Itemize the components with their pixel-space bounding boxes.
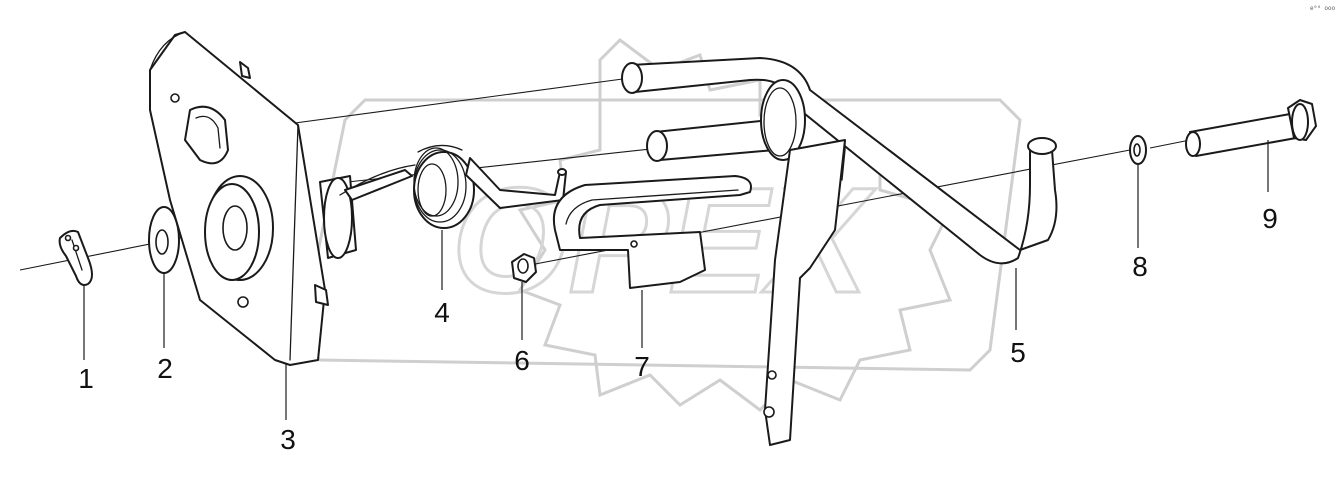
callout-4: 4 bbox=[434, 297, 450, 328]
part-3-mounting-plate bbox=[149, 31, 329, 366]
callout-6: 6 bbox=[514, 345, 530, 376]
callout-3: 3 bbox=[280, 424, 296, 455]
callout-8: 8 bbox=[1132, 251, 1148, 282]
leader-lines bbox=[83, 140, 1269, 420]
pivot-shaft bbox=[319, 164, 416, 259]
callout-1: 1 bbox=[78, 363, 94, 394]
callout-5: 5 bbox=[1010, 337, 1026, 368]
callout-7: 7 bbox=[634, 351, 650, 382]
part-9-bolt bbox=[1185, 99, 1317, 157]
callout-9: 9 bbox=[1262, 203, 1278, 234]
callouts: 1 2 3 4 5 6 7 8 9 bbox=[78, 203, 1278, 455]
part-7-bracket bbox=[552, 175, 752, 289]
part-8-small-washer bbox=[1129, 135, 1147, 165]
part-6-nut bbox=[511, 253, 537, 283]
part-2-washer bbox=[148, 206, 180, 274]
part-4-torsion-spring bbox=[344, 144, 567, 229]
callout-2: 2 bbox=[157, 353, 173, 384]
watermark-logo: OPEX bbox=[298, 38, 1022, 412]
part-1-clip bbox=[58, 229, 93, 286]
part-5-pedal-lever bbox=[621, 57, 1058, 446]
corner-code: e⁰⁰ ooo bbox=[1310, 5, 1336, 12]
